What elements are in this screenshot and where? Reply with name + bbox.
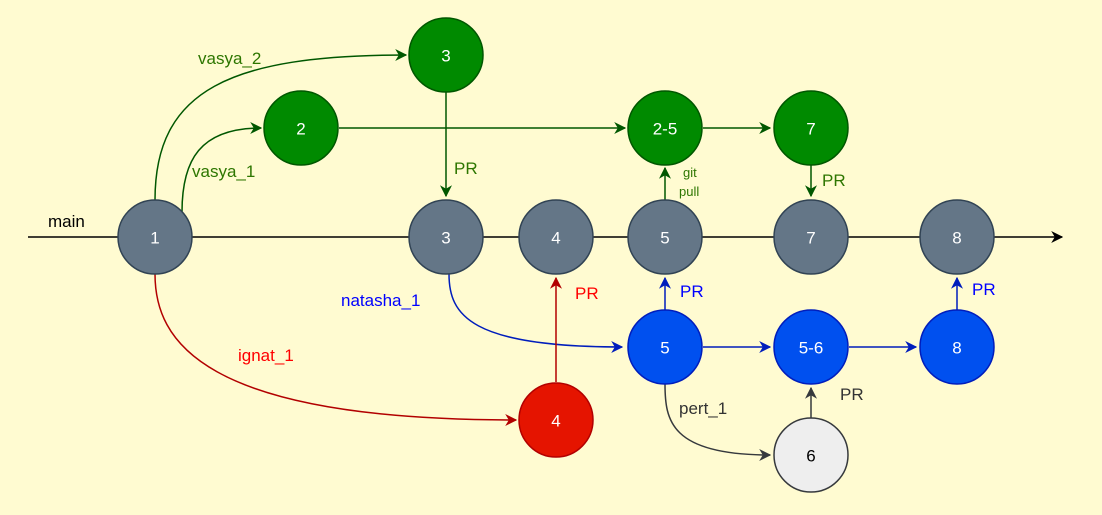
commit-node-label: 1	[150, 229, 159, 248]
branch-label-pert-1: pert_1	[679, 399, 727, 418]
commit-node-green-2-5: 2-5	[627, 90, 703, 166]
commit-node-red-4: 4	[518, 382, 594, 458]
commit-node-main-8: 8	[919, 199, 995, 275]
pr-label-red-4: PR	[575, 284, 599, 303]
git-pull-label-line1: git	[683, 165, 697, 180]
branch-label-vasya-1: vasya_1	[192, 162, 255, 181]
pr-label-green-3: PR	[454, 159, 478, 178]
branch-label-ignat-1: ignat_1	[238, 346, 294, 365]
commit-node-label: 2	[296, 120, 305, 139]
commit-node-green-2: 2	[263, 90, 339, 166]
commit-node-label: 7	[806, 120, 815, 139]
commit-node-green-7: 7	[773, 90, 849, 166]
pr-label-blue-5: PR	[680, 282, 704, 301]
branch-label-natasha-1: natasha_1	[341, 291, 420, 310]
pr-label-green-7: PR	[822, 171, 846, 190]
commit-node-gray-6: 6	[773, 417, 849, 493]
edge-blue5-to-gray6	[664, 383, 772, 461]
edge-main1-to-green3	[154, 49, 408, 201]
edge-main1-to-red4	[154, 273, 518, 426]
commit-node-label: 8	[952, 339, 961, 358]
commit-node-label: 6	[806, 447, 815, 466]
commit-node-green-3: 3	[408, 17, 484, 93]
commit-node-label: 5	[660, 229, 669, 248]
commit-node-label: 5-6	[799, 339, 824, 358]
commit-node-main-7: 7	[773, 199, 849, 275]
git-pull-label-line2: pull	[679, 184, 699, 199]
commit-node-label: 7	[806, 229, 815, 248]
commit-node-label: 4	[551, 412, 560, 431]
main-branch-label: main	[48, 212, 85, 231]
edge-main1-to-green2	[181, 122, 263, 213]
commit-node-main-5: 5	[627, 199, 703, 275]
commit-node-label: 3	[441, 47, 450, 66]
commit-node-label: 3	[441, 229, 450, 248]
commit-node-label: 5	[660, 339, 669, 358]
commit-node-label: 4	[551, 229, 560, 248]
commit-node-blue-5: 5	[627, 309, 703, 385]
pr-label-gray-6: PR	[840, 385, 864, 404]
commit-node-label: 2-5	[653, 120, 678, 139]
commit-node-blue-8: 8	[919, 309, 995, 385]
pr-label-blue-8: PR	[972, 280, 996, 299]
commit-node-main-4: 4	[518, 199, 594, 275]
commit-node-blue-5-6: 5-6	[773, 309, 849, 385]
commit-node-main-1: 1	[117, 199, 193, 275]
branch-label-vasya-2: vasya_2	[198, 49, 261, 68]
edge-main3-to-blue5	[448, 273, 624, 353]
commit-node-main-3: 3	[408, 199, 484, 275]
commit-node-label: 8	[952, 229, 961, 248]
